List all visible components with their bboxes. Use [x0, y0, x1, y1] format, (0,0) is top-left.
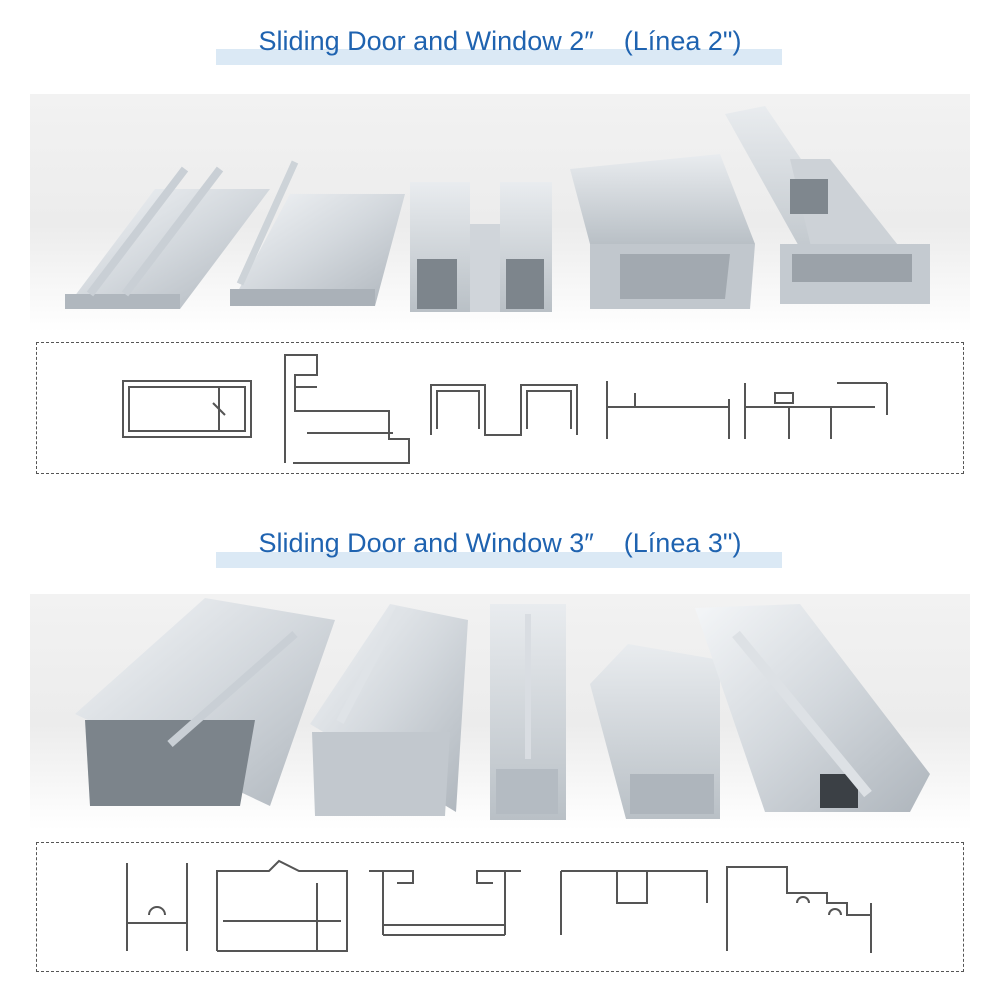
cross-section-3-5 [726, 866, 872, 953]
profile-photo-3-3 [490, 604, 566, 820]
section-title-3: Sliding Door and Window 3″ (Línea 3") [0, 528, 1000, 559]
profile-photo-2-3 [410, 182, 552, 312]
cross-section-2-1 [122, 380, 252, 438]
profile-sections-3 [36, 842, 964, 972]
section-title-2-alt: (Línea 2") [623, 26, 742, 56]
cross-section-2-5 [744, 382, 888, 439]
profile-photo-3-4 [590, 644, 720, 819]
cross-section-3-4 [560, 870, 708, 935]
section-title-3-alt: (Línea 3") [623, 528, 742, 558]
cross-section-2-3 [430, 384, 578, 436]
profile-sections-2 [36, 342, 964, 474]
cross-section-3-3 [369, 870, 521, 936]
profiles-photo-2 [30, 94, 970, 332]
cross-section-2-2 [284, 354, 410, 464]
cross-section-2-4 [606, 381, 730, 439]
profile-photo-2-2 [230, 160, 405, 306]
profile-photo-2-4 [570, 154, 755, 309]
profile-photo-3-2 [310, 604, 468, 816]
profile-photo-3-5 [695, 604, 930, 812]
profiles-photo-3 [30, 594, 970, 830]
cross-section-3-2 [216, 859, 348, 952]
title-underline-2 [216, 49, 782, 65]
profile-photo-2-5 [725, 106, 930, 304]
cross-section-3-1 [126, 863, 188, 951]
section-title-3-main: Sliding Door and Window 3″ [258, 528, 594, 558]
section-title-2-main: Sliding Door and Window 2″ [258, 26, 594, 56]
profile-photo-2-1 [65, 166, 270, 309]
title-underline-3 [216, 552, 782, 568]
section-title-2: Sliding Door and Window 2″ (Línea 2") [0, 26, 1000, 57]
profile-photo-3-1 [75, 598, 335, 806]
